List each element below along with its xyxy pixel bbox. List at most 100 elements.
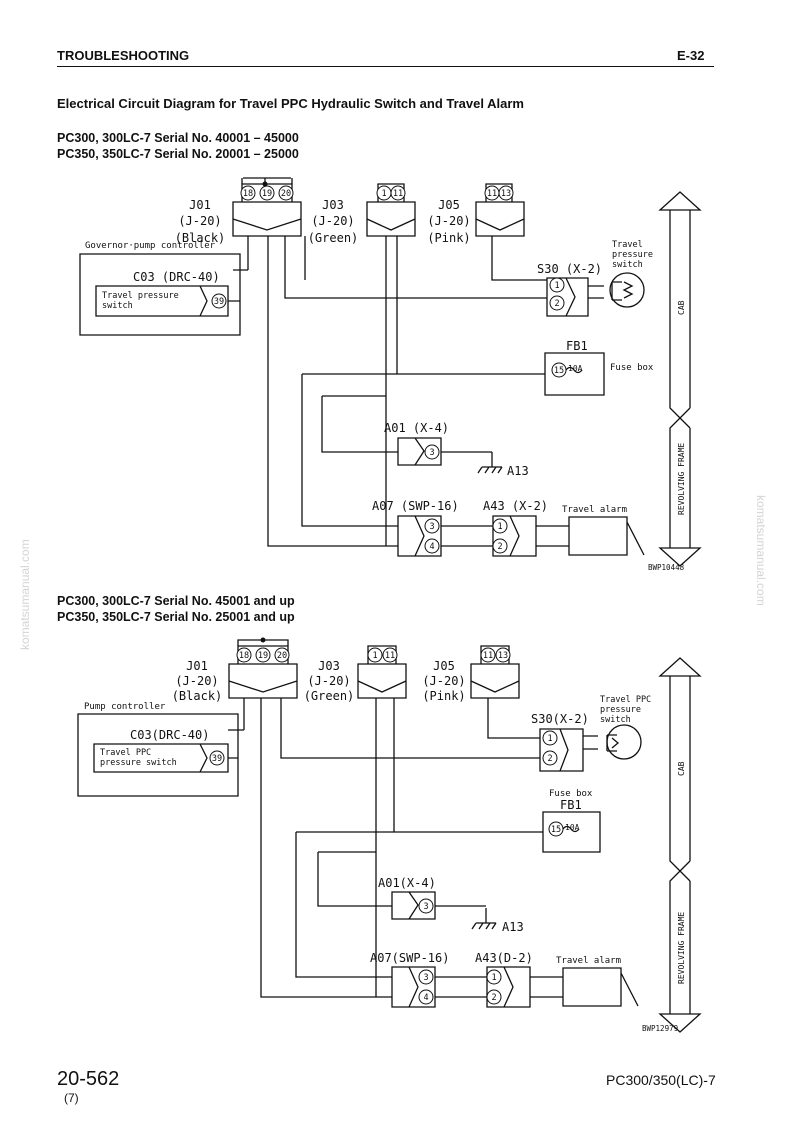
d1-controller-label: Governor·pump controller	[85, 241, 216, 251]
d1-j05-code: (J-20)	[427, 214, 470, 228]
page-revision: (7)	[64, 1091, 79, 1105]
d1-s30-label-3: switch	[612, 260, 643, 270]
d2-j05-pin-11: 11	[483, 651, 493, 661]
d2-a07-pin-3: 3	[423, 973, 428, 983]
d1-j01-code: (J-20)	[178, 214, 221, 228]
d1-a07-name: A07 (SWP-16)	[372, 499, 459, 513]
d2-a43-pin-2: 2	[491, 993, 496, 1003]
d2-drawing-number: BWP12979	[642, 1024, 678, 1033]
d2-s30-label-2: pressure	[600, 705, 641, 715]
d1-c03-inner-line-2: switch	[102, 301, 133, 311]
d1-j05-color: (Pink)	[427, 231, 470, 245]
d2-a43-pin-1: 1	[491, 973, 496, 983]
header-rule	[57, 66, 714, 67]
d1-s30-pin-1: 1	[554, 281, 559, 291]
d2-fb1-rating: 10A	[565, 823, 580, 832]
d2-j03-color: (Green)	[304, 689, 355, 703]
circuit-diagram-1: 18 19 20 1 11 11 13 39 1 2 15 3 3 4 1 2 …	[79, 177, 702, 572]
d1-s30-pin-2: 2	[554, 299, 559, 309]
d1-s30-label-1: Travel	[612, 240, 643, 250]
d2-j05-code: (J-20)	[422, 674, 465, 688]
d1-j03-code: (J-20)	[311, 214, 354, 228]
d2-s30-name: S30(X-2)	[531, 712, 589, 726]
d2-j01-color: (Black)	[172, 689, 223, 703]
d2-s30-label-1: Travel PPC	[600, 695, 651, 705]
d1-j03-pin-1: 1	[381, 189, 386, 199]
model-code: PC300/350(LC)-7	[606, 1072, 716, 1088]
d2-a01-name: A01(X-4)	[378, 876, 436, 890]
d2-zone-cab: CAB	[677, 761, 686, 776]
d2-fb1-label: Fuse box	[549, 789, 593, 799]
d2-j01-code: (J-20)	[175, 674, 218, 688]
d1-zone-revolving-frame: REVOLVING FRAME	[677, 443, 686, 515]
d1-a13-ground: A13	[507, 464, 529, 478]
d2-s30-pin-1: 1	[547, 734, 552, 744]
d2-j01-pin-18: 18	[239, 651, 249, 661]
d2-fb1-name: FB1	[560, 798, 582, 812]
d1-j01-pin-20: 20	[281, 189, 291, 199]
d2-zone-revolving-frame: REVOLVING FRAME	[677, 912, 686, 984]
d1-j01-pin-19: 19	[262, 189, 272, 199]
circuit-diagram-2: 18 19 20 1 11 11 13 39 1 2 15 3 3 4 1 2 …	[77, 637, 702, 1033]
d1-zone-cab: CAB	[677, 300, 686, 315]
d1-c03-inner-line-1: Travel pressure	[102, 291, 179, 301]
d2-j05-color: (Pink)	[422, 689, 465, 703]
d1-a43-pin-2: 2	[497, 542, 502, 552]
d1-j03-name: J03	[322, 198, 344, 212]
d1-a07-pin-4: 4	[429, 542, 434, 552]
d1-serial-line-1: PC300, 300LC-7 Serial No. 40001 – 45000	[57, 131, 299, 145]
page-title: Electrical Circuit Diagram for Travel PP…	[57, 96, 524, 111]
d1-fb1-name: FB1	[566, 339, 588, 353]
d1-a07-pin-3: 3	[429, 522, 434, 532]
d2-a13-ground: A13	[502, 920, 524, 934]
d1-j01-color: (Black)	[175, 231, 226, 245]
d1-a43-name: A43 (X-2)	[483, 499, 548, 513]
d1-j05-name: J05	[438, 198, 460, 212]
d1-j05-pin-11: 11	[487, 189, 497, 199]
d2-alarm-label: Travel alarm	[556, 956, 621, 966]
d2-c03-pin-39: 39	[212, 754, 222, 764]
d2-fb1-pin-15: 15	[551, 825, 561, 835]
d2-controller-label: Pump controller	[84, 702, 166, 712]
d2-j05-pin-13: 13	[498, 651, 508, 661]
d2-j03-pin-11: 11	[385, 651, 395, 661]
d1-a43-pin-1: 1	[497, 522, 502, 532]
d1-j05-pin-13: 13	[501, 189, 511, 199]
d2-j03-pin-1: 1	[372, 651, 377, 661]
d2-j05-name: J05	[433, 659, 455, 673]
d1-s30-label-2: pressure	[612, 250, 653, 260]
d1-c03-pin-39: 39	[214, 297, 224, 307]
d1-j03-color: (Green)	[308, 231, 359, 245]
d1-fb1-label: Fuse box	[610, 363, 654, 373]
d1-j01-pin-18: 18	[243, 189, 253, 199]
page-code: E-32	[677, 48, 705, 63]
d2-c03-name: C03(DRC-40)	[130, 728, 209, 742]
d1-c03-name: C03 (DRC-40)	[133, 270, 220, 284]
d2-s30-label-3: switch	[600, 715, 631, 725]
d2-j01-pin-19: 19	[258, 651, 268, 661]
d2-a43-name: A43(D-2)	[475, 951, 533, 965]
d2-j03-code: (J-20)	[307, 674, 350, 688]
d1-j03-pin-11: 11	[393, 189, 403, 199]
d2-j01-pin-20: 20	[277, 651, 287, 661]
d1-fb1-rating: 10A	[568, 364, 583, 373]
d2-a01-pin-3: 3	[423, 902, 428, 912]
d2-j03-name: J03	[318, 659, 340, 673]
d1-alarm-label: Travel alarm	[562, 505, 627, 515]
d1-serial-line-2: PC350, 350LC-7 Serial No. 20001 – 25000	[57, 147, 299, 161]
d1-fb1-pin-15: 15	[554, 366, 564, 376]
d2-j01-name: J01	[186, 659, 208, 673]
d1-s30-name: S30 (X-2)	[537, 262, 602, 276]
d2-serial-line-1: PC300, 300LC-7 Serial No. 45001 and up	[57, 594, 295, 608]
section-header: TROUBLESHOOTING	[57, 48, 190, 63]
d2-c03-inner-line-2: pressure switch	[100, 758, 177, 768]
d1-drawing-number: BWP10448	[648, 563, 685, 572]
d2-a07-name: A07(SWP-16)	[370, 951, 449, 965]
d2-c03-inner-line-1: Travel PPC	[100, 748, 151, 758]
d2-a07-pin-4: 4	[423, 993, 428, 1003]
d2-s30-pin-2: 2	[547, 754, 552, 764]
d1-a01-name: A01 (X-4)	[384, 421, 449, 435]
d1-a01-pin-3: 3	[429, 448, 434, 458]
d1-j01-name: J01	[189, 198, 211, 212]
d2-serial-line-2: PC350, 350LC-7 Serial No. 25001 and up	[57, 610, 295, 624]
